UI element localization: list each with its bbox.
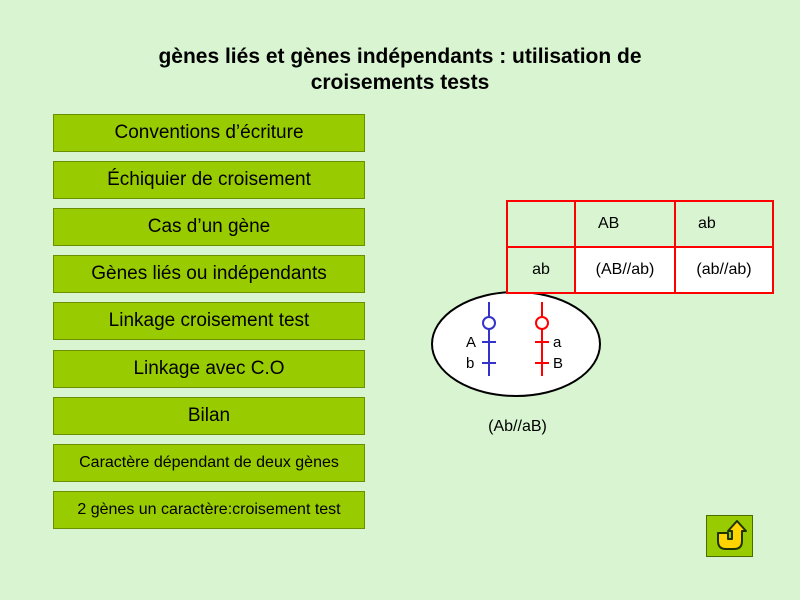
menu-button-deux-genes-test[interactable]: 2 gènes un caractère:croisement test: [53, 491, 365, 529]
page-title: gènes liés et gènes indépendants : utili…: [60, 44, 740, 96]
table-corner-cell: [507, 201, 575, 247]
table-column-header: ab: [675, 201, 773, 247]
table-header-row: AB ab: [507, 201, 773, 247]
menu-button-genes-lies[interactable]: Gènes liés ou indépendants: [53, 255, 365, 293]
table-cell-result: (ab//ab): [675, 247, 773, 293]
return-arrow-icon: [712, 519, 748, 553]
menu-button-echiquier[interactable]: Échiquier de croisement: [53, 161, 365, 199]
table-column-header: AB: [575, 201, 675, 247]
page-title-line-2: croisements tests: [60, 70, 740, 96]
back-button[interactable]: [706, 515, 753, 557]
table-row-header: ab: [507, 247, 575, 293]
cell-diagram: A b a B: [430, 290, 605, 405]
menu-button-caractere-dependant[interactable]: Caractère dépendant de deux gènes: [53, 444, 365, 482]
menu-button-linkage-test[interactable]: Linkage croisement test: [53, 302, 365, 340]
table-row: ab (AB//ab) (ab//ab): [507, 247, 773, 293]
allele-right-top: a: [553, 334, 562, 351]
genotype-label: (Ab//aB): [470, 418, 565, 436]
menu-button-cas-un-gene[interactable]: Cas d’un gène: [53, 208, 365, 246]
menu-button-bilan[interactable]: Bilan: [53, 397, 365, 435]
crossing-table: AB ab ab (AB//ab) (ab//ab): [506, 200, 774, 294]
allele-left-top: A: [466, 334, 476, 351]
page-title-line-1: gènes liés et gènes indépendants : utili…: [60, 44, 740, 70]
allele-right-bottom: B: [553, 355, 563, 372]
menu-button-conventions[interactable]: Conventions d’écriture: [53, 114, 365, 152]
table-cell-result: (AB//ab): [575, 247, 675, 293]
allele-left-bottom: b: [466, 355, 474, 372]
menu-button-linkage-co[interactable]: Linkage avec C.O: [53, 350, 365, 388]
